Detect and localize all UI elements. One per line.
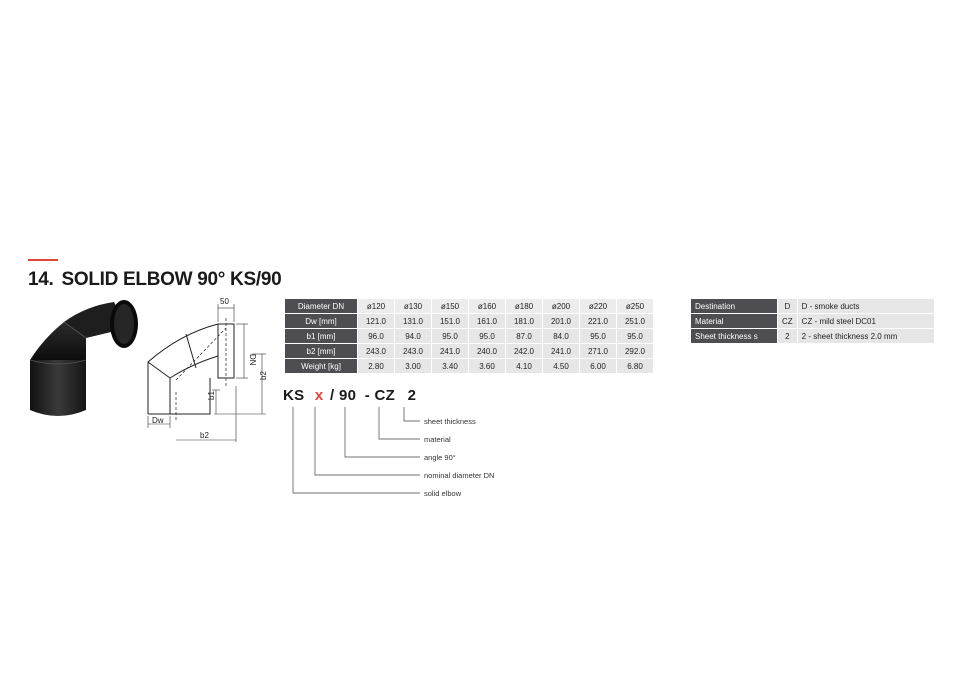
table-cell: 241.0 — [432, 344, 468, 358]
dest-value: D - smoke ducts — [797, 299, 934, 313]
section-title: SOLID ELBOW 90° KS/90 — [61, 269, 282, 290]
table-cell: 95.0 — [580, 329, 616, 343]
table-cell: 3.40 — [432, 359, 468, 373]
table-cell: 95.0 — [617, 329, 653, 343]
dim-b2-bottom: b2 — [200, 431, 209, 440]
accent-bar — [28, 259, 58, 261]
table-cell: 161.0 — [469, 314, 505, 328]
table-cell: 94.0 — [395, 329, 431, 343]
table-cell: 151.0 — [432, 314, 468, 328]
table-cell: 84.0 — [543, 329, 579, 343]
table-cell: 121.0 — [358, 314, 394, 328]
table-cell: 4.50 — [543, 359, 579, 373]
table-cell: 241.0 — [543, 344, 579, 358]
legend-material: material — [424, 435, 451, 444]
page-title: 14. SOLID ELBOW 90° KS/90 — [28, 269, 282, 291]
table-cell: 96.0 — [358, 329, 394, 343]
table-row: Weight [kg] 2.80 3.00 3.40 3.60 4.10 4.5… — [285, 359, 653, 373]
dest-code: CZ — [778, 314, 797, 328]
product-code: KS x / 90 - CZ 2 — [283, 387, 416, 404]
legend-sheet-thickness: sheet thickness — [424, 417, 476, 426]
spec-table: Diameter DN ø120 ø130 ø150 ø160 ø180 ø20… — [284, 298, 654, 374]
code-part-type: KS — [283, 387, 305, 404]
row-label: Weight [kg] — [285, 359, 357, 373]
dest-value: 2 - sheet thickness 2.0 mm — [797, 329, 934, 343]
table-cell: 251.0 — [617, 314, 653, 328]
table-cell: 240.0 — [469, 344, 505, 358]
table-cell: 242.0 — [506, 344, 542, 358]
elbow-photo — [29, 300, 138, 416]
code-legend-lines — [292, 407, 420, 494]
code-part-angle: / 90 — [330, 387, 357, 404]
column-header: ø200 — [543, 299, 579, 313]
table-row: Sheet thickness s 2 2 - sheet thickness … — [691, 329, 934, 343]
dim-b1: b1 — [207, 391, 216, 400]
dest-value: CZ - mild steel DC01 — [797, 314, 934, 328]
legend-solid-elbow: solid elbow — [424, 489, 462, 498]
table-cell: 95.0 — [469, 329, 505, 343]
destination-table: Destination D D - smoke ducts Material C… — [690, 298, 935, 344]
dest-key: Sheet thickness s — [691, 329, 777, 343]
table-cell: 3.60 — [469, 359, 505, 373]
table-row: Destination D D - smoke ducts — [691, 299, 934, 313]
table-row: b2 [mm] 243.0 243.0 241.0 240.0 242.0 24… — [285, 344, 653, 358]
table-cell: 6.80 — [617, 359, 653, 373]
dest-code: 2 — [778, 329, 797, 343]
row-label: b1 [mm] — [285, 329, 357, 343]
dest-key: Destination — [691, 299, 777, 313]
column-header: ø220 — [580, 299, 616, 313]
table-row: Material CZ CZ - mild steel DC01 — [691, 314, 934, 328]
table-cell: 6.00 — [580, 359, 616, 373]
table-cell: 4.10 — [506, 359, 542, 373]
column-header: ø180 — [506, 299, 542, 313]
table-cell: 181.0 — [506, 314, 542, 328]
legend-angle: angle 90° — [424, 453, 456, 462]
table-cell: 271.0 — [580, 344, 616, 358]
column-header: ø130 — [395, 299, 431, 313]
column-header: ø150 — [432, 299, 468, 313]
table-cell: 243.0 — [358, 344, 394, 358]
table-cell: 131.0 — [395, 314, 431, 328]
dim-top: 50 — [220, 297, 229, 306]
table-cell: 221.0 — [580, 314, 616, 328]
table-cell: 2.80 — [358, 359, 394, 373]
code-part-material: - CZ — [364, 387, 396, 404]
dest-key: Material — [691, 314, 777, 328]
column-header: ø250 — [617, 299, 653, 313]
legend-nominal-diameter: nominal diameter DN — [424, 471, 495, 480]
table-cell: 292.0 — [617, 344, 653, 358]
code-part-thickness: 2 — [407, 387, 417, 404]
table-cell: 3.00 — [395, 359, 431, 373]
table-row: b1 [mm] 96.0 94.0 95.0 95.0 87.0 84.0 95… — [285, 329, 653, 343]
header-label: Diameter DN — [285, 299, 357, 313]
row-label: Dw [mm] — [285, 314, 357, 328]
table-row: Dw [mm] 121.0 131.0 151.0 161.0 181.0 20… — [285, 314, 653, 328]
dim-dn: DN — [248, 354, 257, 366]
technical-drawing: 50 DN b2 b1 Dw b2 — [147, 297, 268, 442]
dim-b2-side: b2 — [259, 371, 268, 380]
table-cell: 243.0 — [395, 344, 431, 358]
column-header: ø160 — [469, 299, 505, 313]
section-number: 14. — [28, 269, 54, 290]
table-row: Diameter DN ø120 ø130 ø150 ø160 ø180 ø20… — [285, 299, 653, 313]
dest-code: D — [778, 299, 797, 313]
table-cell: 95.0 — [432, 329, 468, 343]
table-cell: 201.0 — [543, 314, 579, 328]
table-cell: 87.0 — [506, 329, 542, 343]
dim-dw: Dw — [152, 416, 164, 425]
code-part-diameter: x — [314, 387, 324, 404]
row-label: b2 [mm] — [285, 344, 357, 358]
column-header: ø120 — [358, 299, 394, 313]
